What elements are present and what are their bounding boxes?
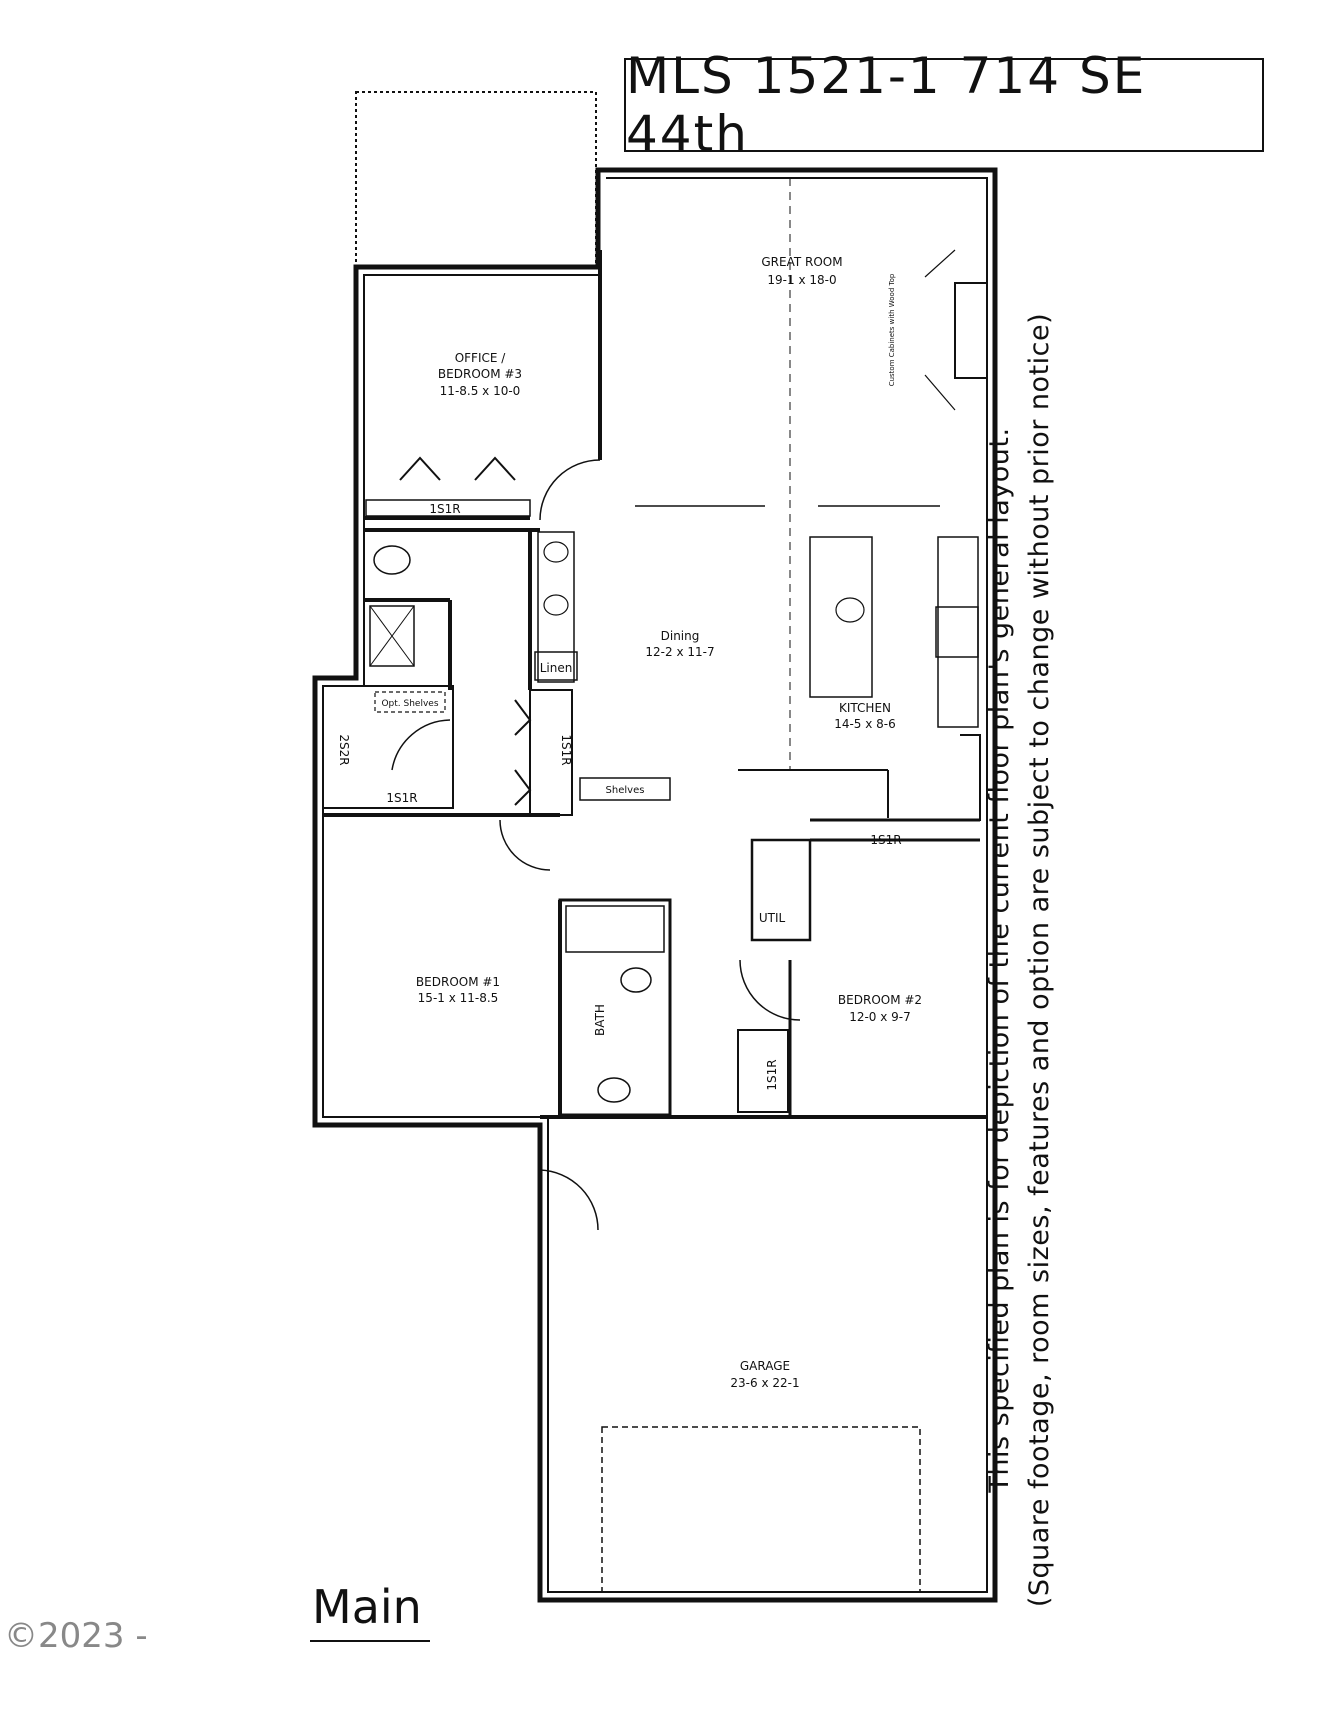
- shower: [369, 605, 415, 667]
- closet-2s2r-label: 2S2R: [337, 734, 351, 765]
- porch-outline: [355, 91, 597, 268]
- linen-closet: [534, 651, 578, 681]
- fireplace-arrows: [924, 249, 956, 411]
- util-label: UTIL: [759, 911, 786, 925]
- office-door-swing: [539, 459, 601, 521]
- toilet: [373, 545, 411, 575]
- bedroom1-size: 15-1 x 11-8.5: [418, 991, 499, 1005]
- disclaimer-line-2: (Square footage, room sizes, features an…: [1024, 312, 1055, 1608]
- kitchen-sink: [835, 597, 865, 623]
- bath-room: [558, 898, 672, 1117]
- bed2-closet: [737, 1029, 789, 1113]
- bedroom2-size: 12-0 x 9-7: [849, 1010, 911, 1024]
- bath-sink: [597, 1077, 631, 1103]
- bedroom1-door-swing: [499, 819, 551, 871]
- great-room-name: GREAT ROOM: [761, 255, 842, 269]
- kitchen-size: 14-5 x 8-6: [834, 717, 896, 731]
- utility-room: [750, 838, 812, 942]
- office-name-1: OFFICE /: [455, 351, 507, 365]
- great-room-size: 19-1 x 18-0: [767, 273, 836, 287]
- sink-2: [543, 594, 569, 616]
- range: [935, 606, 979, 658]
- garage-door: [601, 1426, 921, 1593]
- master-closet-label: 1S1R: [386, 791, 417, 805]
- garage-door-swing: [539, 1169, 599, 1231]
- bedroom1-walls: [323, 813, 562, 1117]
- dining-size: 12-2 x 11-7: [645, 645, 714, 659]
- shower-x: [369, 605, 415, 667]
- bath-closet-label: 1S1R: [765, 1059, 779, 1090]
- office-shelf: [365, 499, 531, 517]
- cabinets-label: Custom Cabinets with Wood Top: [888, 273, 896, 386]
- bath-label: BATH: [593, 1004, 607, 1036]
- bath-toilet: [620, 967, 652, 993]
- bathtub: [565, 905, 665, 953]
- garage-name: GARAGE: [740, 1359, 790, 1373]
- office-closet-doors: [399, 456, 516, 481]
- office-shelf-label: 1S1R: [429, 502, 460, 516]
- vanity: [537, 531, 575, 683]
- sink-1: [543, 541, 569, 563]
- bed2-shelf-label: 1S1R: [870, 833, 901, 847]
- office-wall: [364, 250, 602, 520]
- dining-name: Dining: [661, 629, 700, 643]
- office-name-2: BEDROOM #3: [438, 367, 522, 381]
- shelves-box: [579, 777, 671, 801]
- plan-title: MLS 1521-1 714 SE 44th: [626, 47, 1147, 163]
- level-label: Main: [312, 1580, 422, 1634]
- bedroom1-name: BEDROOM #1: [416, 975, 500, 989]
- level-underline: [310, 1640, 430, 1642]
- bedroom2-name: BEDROOM #2: [838, 993, 922, 1007]
- shelves-label: Shelves: [606, 785, 645, 796]
- bed2-door-swing: [739, 959, 801, 1021]
- kitchen-counter: [937, 536, 979, 728]
- disclaimer-note: This specified plan is for depiction of …: [980, 260, 1060, 1660]
- hall-closet-doors: [514, 699, 532, 806]
- exterior-wall: [312, 167, 998, 1603]
- opt-shelves: [374, 691, 446, 713]
- bedroom2-walls: [788, 818, 980, 1117]
- hall-closet-label: 1S1R: [559, 734, 573, 765]
- kitchen-lower-counter: [738, 734, 981, 821]
- copyright-text: ©2023 -: [4, 1616, 148, 1656]
- opt-shelves-label: Opt. Shelves: [381, 699, 438, 709]
- kitchen-name: KITCHEN: [839, 701, 891, 715]
- kitchen-island: [809, 536, 873, 698]
- garage-size: 23-6 x 22-1: [730, 1376, 799, 1390]
- fireplace: [954, 282, 988, 379]
- linen-label: Linen: [540, 661, 573, 675]
- title-box: MLS 1521-1 714 SE 44th: [624, 47, 1264, 163]
- disclaimer-line-1: This specified plan is for depiction of …: [984, 427, 1015, 1493]
- office-size: 11-8.5 x 10-0: [440, 384, 521, 398]
- closet-door-swing: [391, 719, 451, 771]
- master-closet: [322, 685, 454, 809]
- exterior-wall-inner: [322, 177, 988, 1593]
- hall-bath-walls: [364, 528, 540, 690]
